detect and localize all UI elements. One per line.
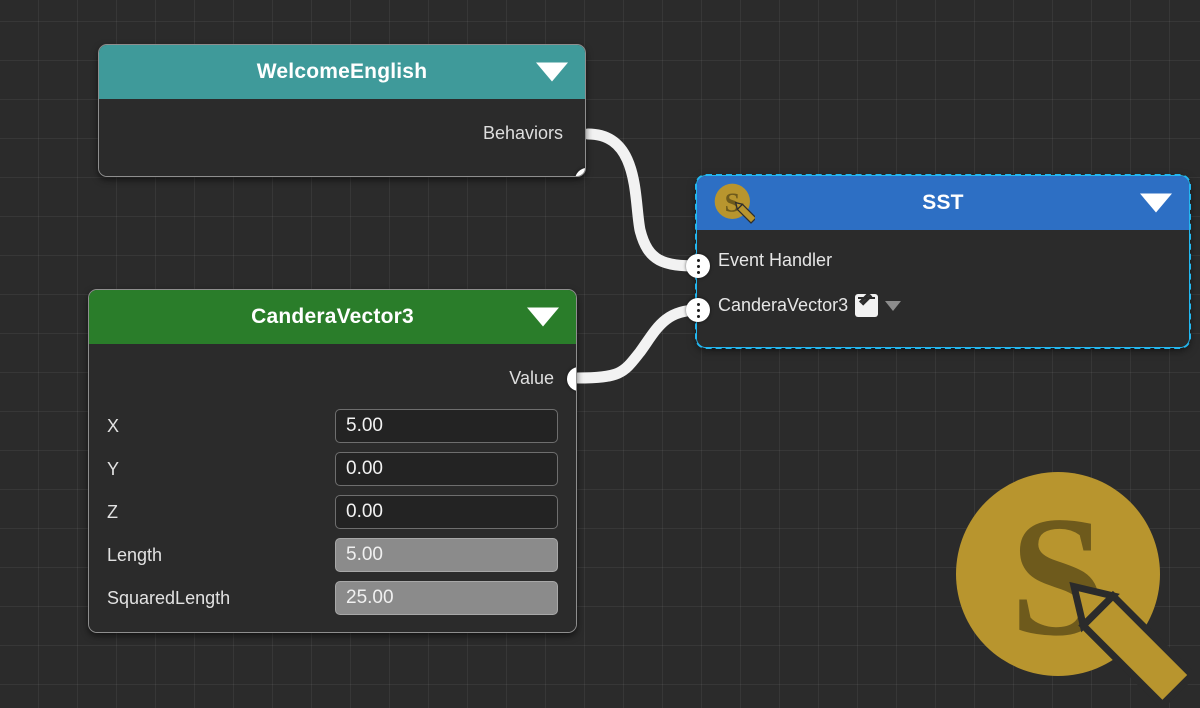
field-input-x[interactable]: 5.00 (335, 409, 558, 443)
node-body-candera-vector3: Value X 5.00 Y 0.00 Z 0.00 Length 5.00 S… (89, 344, 576, 632)
field-label-length: Length (107, 544, 163, 565)
field-row-length: Length 5.00 (89, 537, 576, 573)
node-title: SST (922, 191, 964, 214)
node-header-welcome-english[interactable]: WelcomeEnglish (99, 45, 585, 99)
field-row-squaredlength: SquaredLength 25.00 (89, 580, 576, 616)
output-label-behaviors: Behaviors (482, 123, 563, 143)
node-body-welcome-english: Behaviors (99, 99, 585, 176)
field-label-x: X (107, 415, 120, 436)
field-row-y: Y 0.00 (89, 451, 576, 487)
field-value-squaredlength: 25.00 (335, 581, 558, 615)
field-row-z: Z 0.00 (89, 494, 576, 530)
svg-text:S: S (725, 186, 741, 217)
field-label-squaredlength: SquaredLength (107, 587, 231, 608)
field-label-z: Z (107, 501, 118, 522)
field-row-x: X 5.00 (89, 408, 576, 444)
caret-down-icon[interactable] (527, 307, 559, 327)
output-row-behaviors: Behaviors (483, 123, 563, 144)
field-input-z[interactable]: 0.00 (335, 495, 558, 529)
port-grip-icon (696, 302, 700, 318)
output-port-behaviors[interactable] (575, 168, 585, 176)
field-input-y[interactable]: 0.00 (335, 452, 558, 486)
field-value-length: 5.00 (335, 538, 558, 572)
node-title: CanderaVector3 (251, 305, 414, 328)
output-row-value: Value (509, 368, 554, 389)
input-port-canderavector3[interactable] (686, 298, 710, 322)
input-label-canderavector3: CanderaVector3 (718, 295, 849, 315)
input-port-event-handler[interactable] (686, 254, 710, 278)
node-header-candera-vector3[interactable]: CanderaVector3 (89, 290, 576, 344)
caret-down-icon[interactable] (536, 62, 568, 82)
edit-pencil-icon[interactable] (855, 294, 879, 317)
caret-down-icon[interactable] (1140, 193, 1172, 213)
input-row-event-handler: Event Handler (718, 250, 832, 271)
field-label-y: Y (107, 458, 120, 479)
sst-logo-icon: S (713, 182, 755, 224)
node-candera-vector3[interactable]: CanderaVector3 Value X 5.00 Y 0.00 Z 0.0… (88, 289, 577, 633)
node-header-sst[interactable]: S SST (697, 176, 1189, 230)
node-sst[interactable]: S SST Event Handler CanderaVector3 (695, 174, 1191, 349)
node-body-sst: Event Handler CanderaVector3 (697, 230, 1189, 347)
input-row-canderavector3: CanderaVector3 (718, 294, 902, 317)
caret-down-small-icon[interactable] (885, 300, 902, 311)
node-title: WelcomeEnglish (256, 60, 428, 83)
input-label-event-handler: Event Handler (718, 250, 833, 270)
port-grip-icon (696, 258, 700, 274)
output-port-value[interactable] (567, 367, 576, 391)
output-label-value: Value (509, 368, 554, 388)
node-welcome-english[interactable]: WelcomeEnglish Behaviors (98, 44, 586, 177)
